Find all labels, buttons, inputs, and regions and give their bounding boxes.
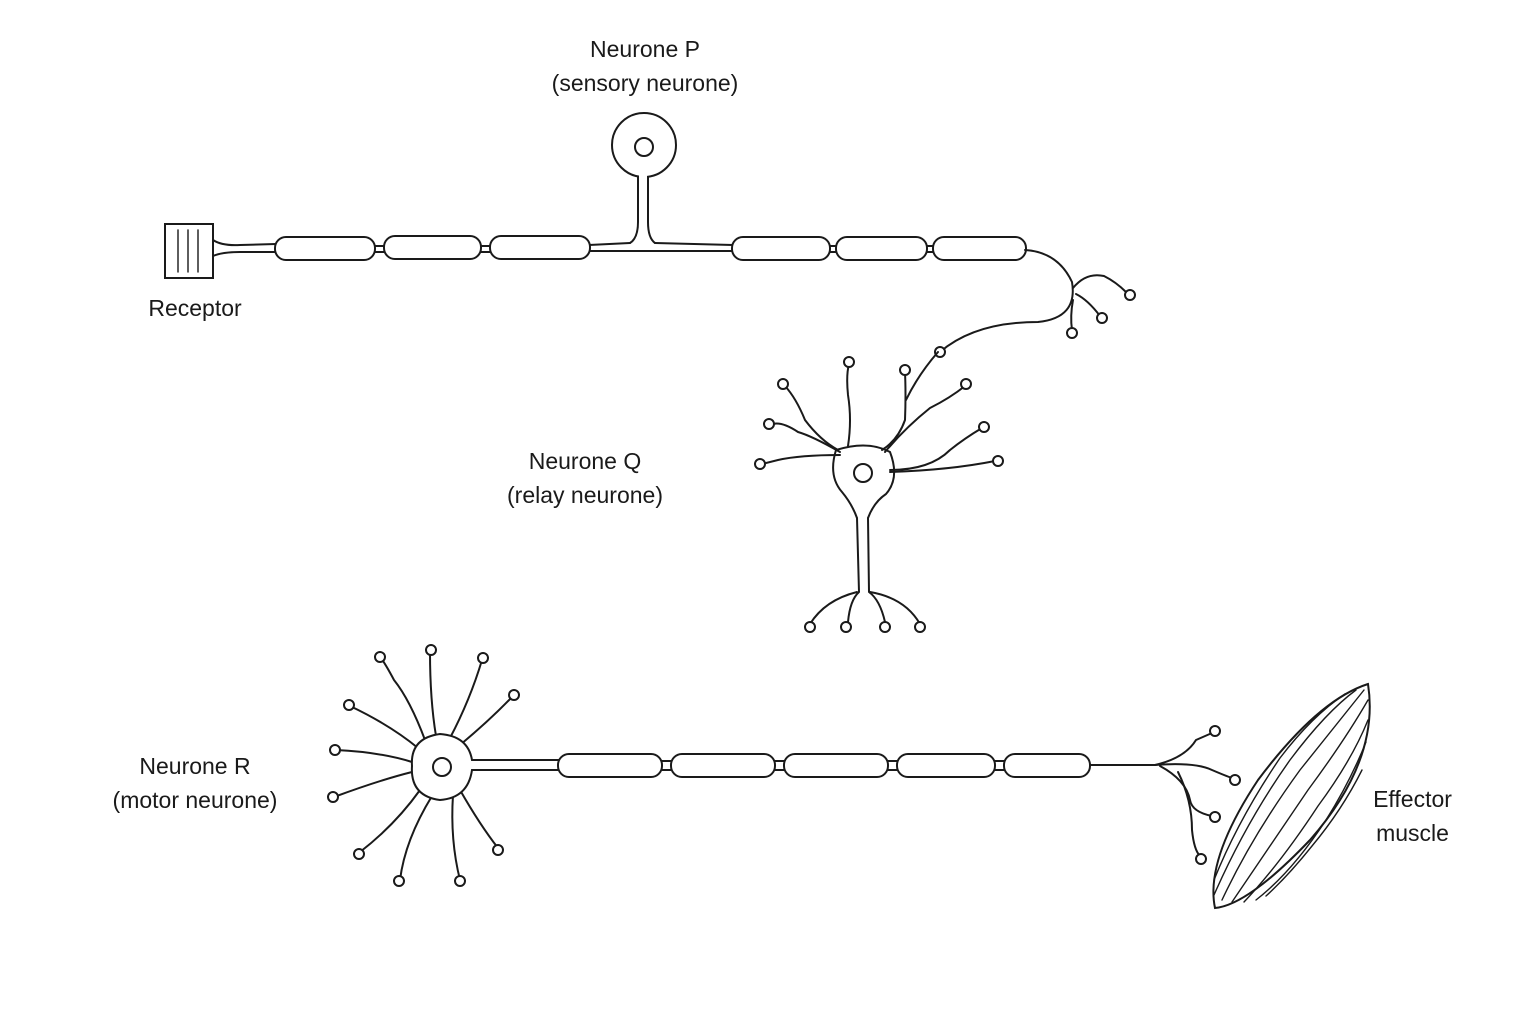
axon-terminal	[1096, 312, 1108, 324]
myelin-sheath	[731, 236, 831, 261]
label-effector-line1: Effector	[1373, 786, 1452, 812]
motor-neurone	[327, 644, 1241, 887]
axon-terminal	[934, 346, 946, 358]
myelin-sheaths-p	[274, 235, 1027, 261]
label-effector-line2: muscle	[1376, 820, 1449, 846]
axon-terminal	[1124, 289, 1136, 301]
effector-muscle	[1212, 682, 1371, 910]
relay-neurone	[754, 351, 1004, 633]
myelin-sheaths-r	[557, 753, 1091, 778]
receptor-shape	[164, 223, 277, 279]
label-neurone-r-subtitle: (motor neurone)	[112, 787, 278, 813]
label-neurone-q: Neurone Q (relay neurone)	[465, 444, 705, 512]
nucleus	[853, 463, 873, 483]
myelin-sheath	[489, 235, 591, 260]
nucleus	[432, 757, 452, 777]
label-neurone-q-title: Neurone Q	[528, 448, 642, 474]
sensory-cell-body	[611, 112, 677, 244]
label-neurone-r: Neurone R (motor neurone)	[75, 749, 315, 817]
label-neurone-p: Neurone P (sensory neurone)	[520, 32, 770, 100]
label-neurone-p-title: Neurone P	[590, 36, 700, 62]
label-receptor: Receptor	[148, 295, 242, 321]
myelin-sheath	[383, 235, 482, 260]
myelin-sheath	[274, 236, 376, 261]
label-neurone-r-title: Neurone R	[139, 753, 251, 779]
myelin-sheath	[835, 236, 928, 261]
label-neurone-p-subtitle: (sensory neurone)	[551, 70, 739, 96]
sensory-neurone	[164, 112, 1136, 358]
label-effector-muscle: Effector muscle	[1345, 782, 1480, 850]
sensory-axon-terminal-path	[939, 249, 1074, 353]
label-neurone-q-subtitle: (relay neurone)	[507, 482, 663, 508]
myelin-sheath	[932, 236, 1027, 261]
axon-terminal	[1066, 327, 1078, 339]
nucleus	[634, 137, 654, 157]
relay-axon	[847, 517, 860, 623]
